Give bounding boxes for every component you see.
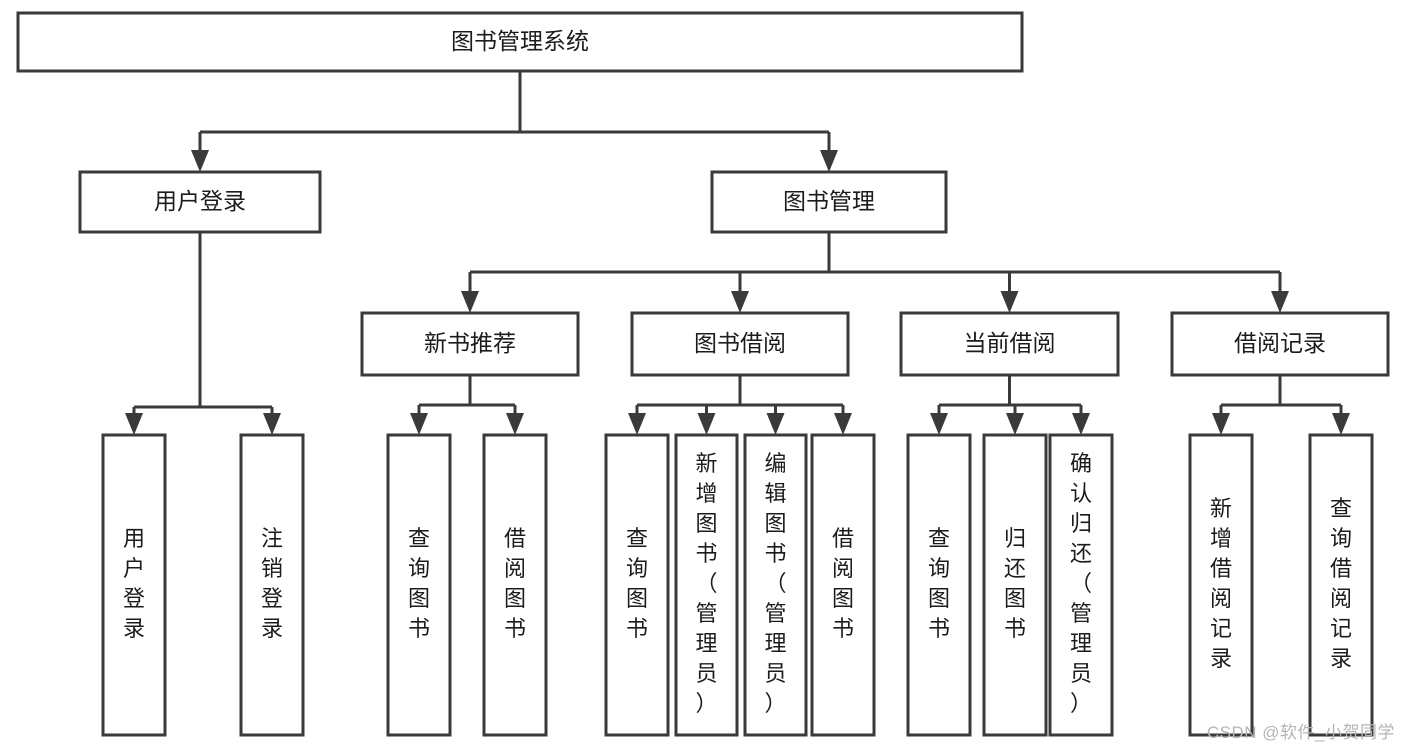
node-leaf[interactable]: 查询图书 xyxy=(906,433,972,737)
node-box xyxy=(810,433,876,737)
node-box xyxy=(674,433,739,737)
node-leaf[interactable]: 确认归还（管理员） xyxy=(1048,433,1114,737)
arrow-head-icon xyxy=(1000,291,1019,313)
node-box xyxy=(482,433,548,737)
node-group[interactable]: 借阅记录 xyxy=(1170,311,1390,377)
node-leaf[interactable]: 借阅图书 xyxy=(482,433,548,737)
arrow-head-icon xyxy=(1271,291,1289,313)
arrow-head-icon xyxy=(506,413,524,435)
arrow-head-icon xyxy=(697,413,716,435)
arrow-head-icon xyxy=(191,150,209,172)
arrow-head-icon xyxy=(125,413,143,435)
arrow-head-icon xyxy=(834,413,852,435)
node-branch[interactable]: 用户登录 xyxy=(78,170,322,234)
node-box xyxy=(630,311,850,377)
connector-layer xyxy=(125,71,1350,435)
node-leaf[interactable]: 查询借阅记录 xyxy=(1308,433,1374,737)
arrow-head-icon xyxy=(1212,413,1230,435)
node-box xyxy=(1170,311,1390,377)
node-label: 借阅记录 xyxy=(1234,330,1326,356)
node-label: 归还图书 xyxy=(1004,526,1026,641)
node-label: 注销登录 xyxy=(261,526,283,641)
arrow-head-icon xyxy=(1332,413,1350,435)
node-label: 查询借阅记录 xyxy=(1330,496,1352,671)
node-label: 当前借阅 xyxy=(964,330,1056,356)
node-box xyxy=(710,170,948,234)
node-leaf[interactable]: 新增借阅记录 xyxy=(1188,433,1254,737)
node-label: 借阅图书 xyxy=(832,526,854,641)
arrow-head-icon xyxy=(410,413,428,435)
node-label: 图书借阅 xyxy=(694,330,786,356)
node-box xyxy=(386,433,452,737)
node-leaf[interactable]: 归还图书 xyxy=(982,433,1048,737)
arrow-head-icon xyxy=(628,413,646,435)
node-box xyxy=(1048,433,1114,737)
arrow-head-icon xyxy=(461,291,479,313)
node-root[interactable]: 图书管理系统 xyxy=(16,11,1024,73)
node-leaf[interactable]: 用户登录 xyxy=(101,433,167,737)
node-label: 查询图书 xyxy=(626,526,648,641)
node-leaf[interactable]: 新增图书（管理员） xyxy=(674,433,739,737)
node-leaf[interactable]: 借阅图书 xyxy=(810,433,876,737)
node-label: 确认归还（管理员） xyxy=(1070,451,1092,716)
node-box xyxy=(239,433,305,737)
node-leaf[interactable]: 查询图书 xyxy=(386,433,452,737)
arrow-head-icon xyxy=(1006,413,1024,435)
node-label: 用户登录 xyxy=(154,188,246,214)
arrow-head-icon xyxy=(930,413,948,435)
node-box xyxy=(1188,433,1254,737)
node-label: 新增借阅记录 xyxy=(1210,496,1232,671)
node-label: 查询图书 xyxy=(408,526,430,641)
node-box xyxy=(899,311,1120,377)
arrow-head-icon xyxy=(731,291,749,313)
node-box xyxy=(78,170,322,234)
node-label: 编辑图书（管理员） xyxy=(764,451,786,716)
node-leaf[interactable]: 编辑图书（管理员） xyxy=(743,433,808,737)
node-group[interactable]: 图书借阅 xyxy=(630,311,850,377)
node-box xyxy=(16,11,1024,73)
arrow-head-icon xyxy=(1072,413,1090,435)
arrow-head-icon xyxy=(766,413,785,435)
node-box xyxy=(360,311,580,377)
node-box xyxy=(906,433,972,737)
watermark: CSDN @软件_小贺同学 xyxy=(1206,723,1395,742)
node-box xyxy=(604,433,670,737)
node-leaf[interactable]: 查询图书 xyxy=(604,433,670,737)
arrow-head-icon xyxy=(820,150,838,172)
node-leaf[interactable]: 注销登录 xyxy=(239,433,305,737)
node-branch[interactable]: 图书管理 xyxy=(710,170,948,234)
node-label: 用户登录 xyxy=(123,526,145,641)
node-label: 借阅图书 xyxy=(504,526,526,641)
node-layer: 图书管理系统用户登录图书管理用户登录注销登录新书推荐图书借阅当前借阅借阅记录查询… xyxy=(16,11,1390,737)
arrow-head-icon xyxy=(263,413,281,435)
node-label: 查询图书 xyxy=(928,526,950,641)
node-label: 图书管理 xyxy=(783,188,875,214)
node-box xyxy=(982,433,1048,737)
node-box xyxy=(1308,433,1374,737)
node-box xyxy=(101,433,167,737)
node-label: 图书管理系统 xyxy=(451,28,589,54)
node-label: 新书推荐 xyxy=(424,330,516,356)
node-label: 新增图书（管理员） xyxy=(695,451,717,716)
node-group[interactable]: 新书推荐 xyxy=(360,311,580,377)
node-box xyxy=(743,433,808,737)
node-group[interactable]: 当前借阅 xyxy=(899,311,1120,377)
